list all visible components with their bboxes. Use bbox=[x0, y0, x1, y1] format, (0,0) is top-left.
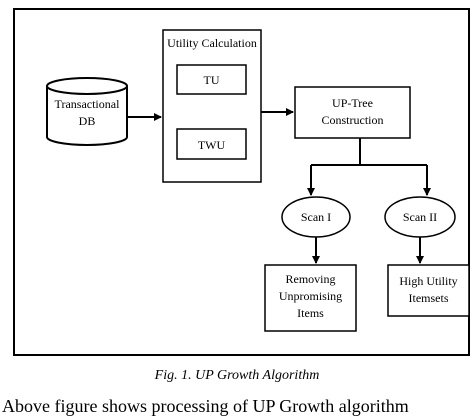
removing-label-line-2: Unpromising bbox=[279, 289, 342, 303]
uptree-label-line-2: Construction bbox=[322, 113, 384, 127]
scan-2-label: Scan II bbox=[403, 210, 437, 224]
outer-frame bbox=[13, 8, 470, 356]
twu-label: TWU bbox=[198, 138, 226, 152]
uptree-construction-node: UP-Tree Construction bbox=[294, 86, 411, 139]
utility-calculation-node: Utility Calculation TU TWU bbox=[162, 29, 262, 183]
tu-label: TU bbox=[204, 73, 220, 87]
tu-box bbox=[176, 64, 247, 95]
uptree-label-line-1: UP-Tree bbox=[332, 96, 373, 110]
high-utility-label-line-1: High Utility bbox=[399, 274, 457, 288]
scan-1-label: Scan I bbox=[301, 210, 331, 224]
figure-caption: Fig. 1. UP Growth Algorithm bbox=[154, 368, 320, 383]
removing-label-line-1: Removing bbox=[286, 272, 336, 286]
twu-box bbox=[176, 128, 247, 160]
removing-unpromising-items-node: Removing Unpromising Items bbox=[264, 264, 357, 332]
db-label-line-1: Transactional bbox=[55, 97, 121, 111]
body-text: Above figure shows processing of UP Grow… bbox=[2, 396, 409, 416]
high-utility-label-line-2: Itemsets bbox=[409, 291, 449, 305]
removing-label-line-3: Items bbox=[297, 306, 324, 320]
high-utility-itemsets-node: High Utility Itemsets bbox=[387, 264, 470, 317]
db-label-line-2: DB bbox=[79, 114, 96, 128]
transactional-db-node: Transactional DB bbox=[46, 77, 128, 146]
scan-1-node: Scan I bbox=[281, 196, 351, 238]
scan-2-node: Scan II bbox=[384, 196, 456, 238]
utility-calculation-label: Utility Calculation bbox=[167, 36, 257, 50]
